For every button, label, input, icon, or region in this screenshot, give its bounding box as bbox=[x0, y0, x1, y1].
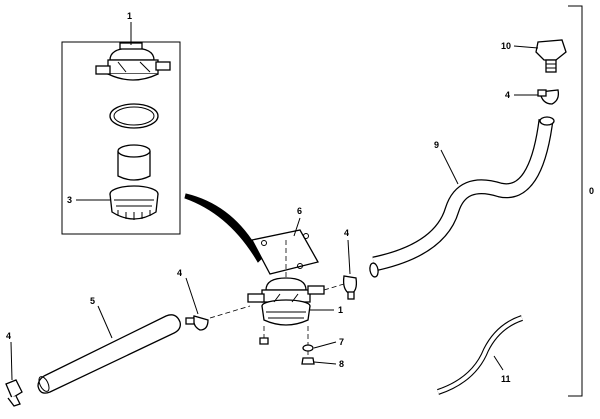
leader-line-7 bbox=[313, 341, 337, 349]
leader-line-4-mid-right bbox=[347, 239, 351, 275]
callout-9: 9 bbox=[434, 140, 439, 150]
callout-1-top: 1 bbox=[127, 11, 132, 21]
leader-line-6 bbox=[293, 217, 301, 237]
hose-clamp-mid-right bbox=[342, 275, 358, 300]
centerline-right-hose bbox=[323, 283, 345, 291]
hose-9 bbox=[369, 116, 555, 278]
filter-head-detail bbox=[95, 42, 171, 81]
centerline-left-hose bbox=[209, 305, 251, 319]
callout-1-main: 1 bbox=[338, 305, 343, 315]
callout-4-mid-left: 4 bbox=[177, 268, 182, 278]
callout-6: 6 bbox=[297, 206, 302, 216]
leader-line-5 bbox=[97, 305, 113, 339]
leader-line-9 bbox=[440, 149, 459, 185]
callout-4-right-top: 4 bbox=[505, 90, 510, 100]
filter-bowl-detail bbox=[109, 185, 159, 220]
callout-3: 3 bbox=[67, 195, 72, 205]
detail-pointer-arrow bbox=[184, 193, 263, 263]
detail-inset-frame bbox=[61, 41, 181, 235]
mounting-bolt bbox=[259, 337, 269, 345]
leader-line-10 bbox=[513, 45, 539, 49]
callout-4-bottom-left: 4 bbox=[6, 331, 11, 341]
assembly-bracket bbox=[568, 5, 583, 397]
callout-7: 7 bbox=[339, 337, 344, 347]
mounting-bracket bbox=[251, 229, 319, 275]
hose-5 bbox=[37, 314, 181, 394]
callout-11: 11 bbox=[501, 374, 511, 384]
leader-line-4-mid-left bbox=[185, 277, 199, 315]
washer bbox=[302, 344, 314, 352]
leader-line-11 bbox=[493, 355, 504, 371]
o-ring-detail bbox=[109, 103, 159, 129]
hose-11 bbox=[437, 315, 524, 395]
hose-clamp-bottom-left bbox=[5, 379, 23, 407]
drain-fitting bbox=[535, 39, 567, 73]
hose-clamp-right-top bbox=[537, 89, 560, 105]
callout-4-mid-right: 4 bbox=[344, 228, 349, 238]
callout-0: 0 bbox=[589, 186, 594, 196]
leader-line-4-bottom-left bbox=[10, 341, 13, 381]
filter-assembly-main bbox=[247, 277, 325, 326]
leader-line-8 bbox=[313, 361, 337, 365]
callout-5: 5 bbox=[90, 296, 95, 306]
hose-clamp-mid-left bbox=[185, 315, 209, 331]
nut bbox=[301, 357, 315, 365]
filter-element-detail bbox=[117, 144, 151, 181]
callout-8: 8 bbox=[339, 359, 344, 369]
callout-10: 10 bbox=[501, 41, 511, 51]
